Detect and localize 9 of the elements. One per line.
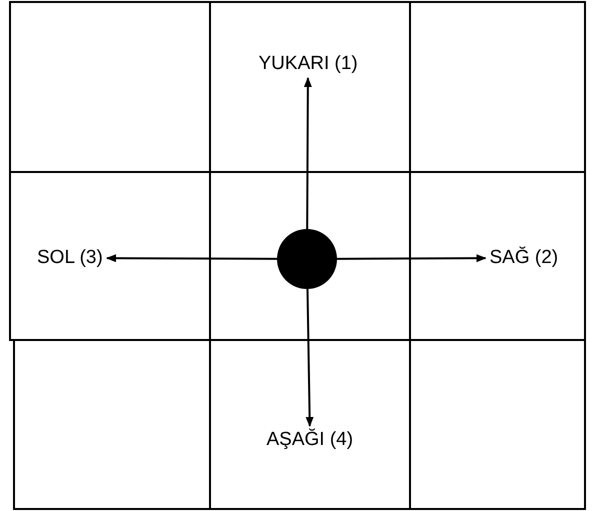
direction-label: AŞAĞI (4) bbox=[262, 426, 358, 454]
arrow bbox=[337, 254, 486, 262]
direction-label: SAĞ (2) bbox=[486, 244, 562, 272]
direction-label: SOL (3) bbox=[33, 244, 107, 272]
direction-label: YUKARI (1) bbox=[254, 50, 362, 78]
arrow bbox=[106, 254, 277, 262]
arrow bbox=[306, 288, 314, 427]
arrow bbox=[304, 77, 312, 229]
dot bbox=[277, 229, 337, 289]
